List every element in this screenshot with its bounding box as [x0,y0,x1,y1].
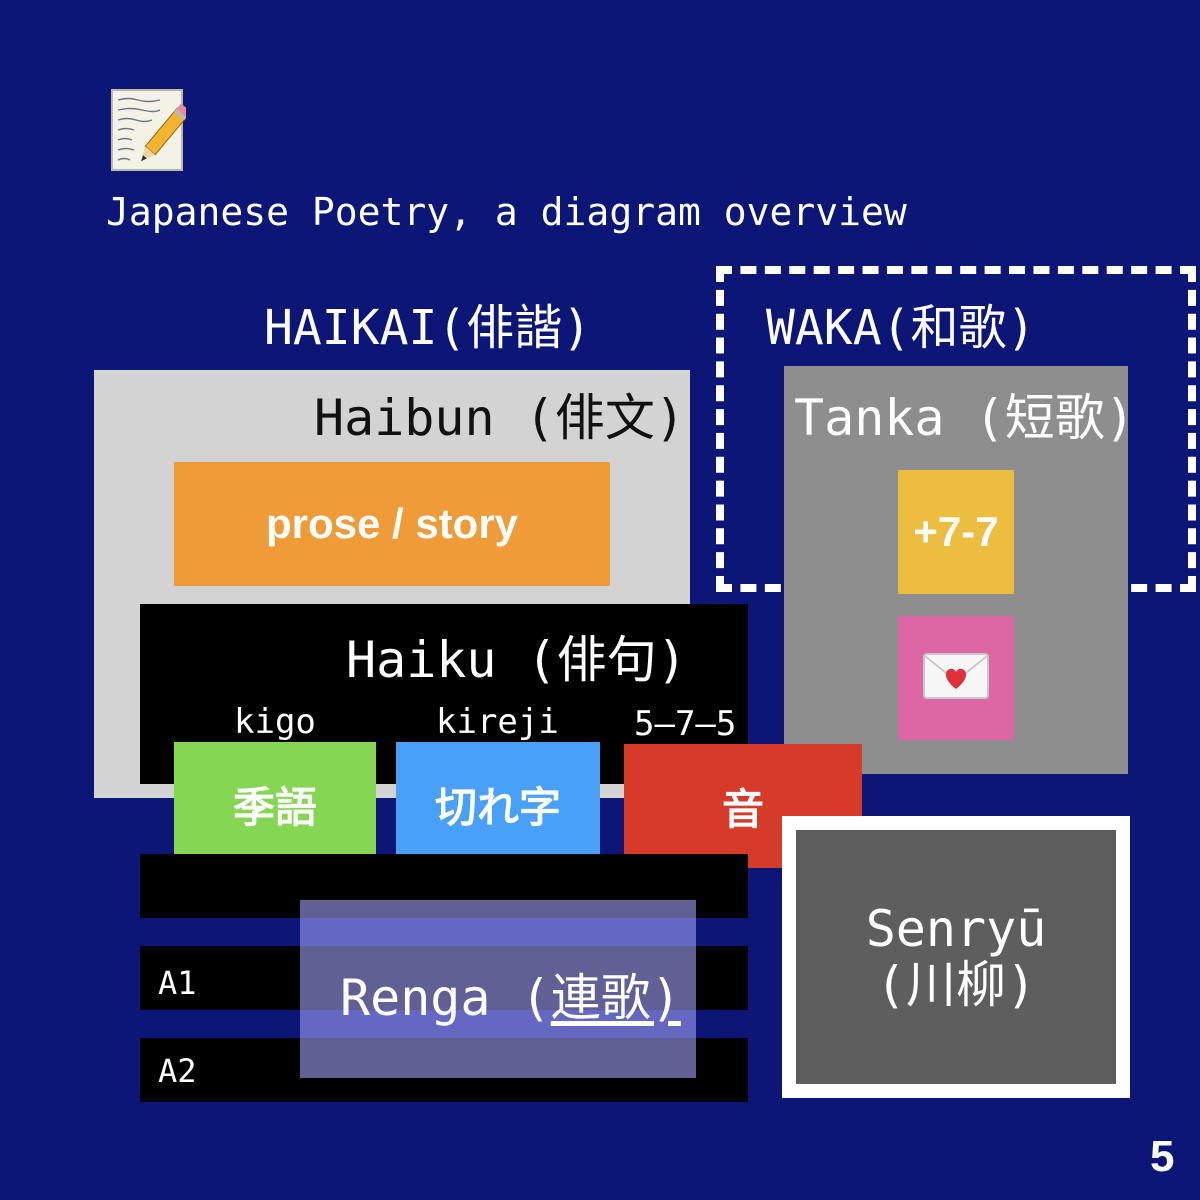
waka-label: WAKA(和歌) [766,300,1036,356]
tanka-label: Tanka (短歌) [794,389,1135,447]
row-label-a1: A1 [158,964,197,1002]
renga-label-kanji: 連歌) [550,969,681,1027]
senryu-line2: (川柳) [875,956,1037,1014]
kireji-label: kireji [436,702,559,742]
kireji-box: 切れ字 [396,742,600,866]
renga-label-prefix: Renga ( [340,969,551,1027]
prose-story-box: prose / story [174,462,610,586]
senryu-box: Senryū (川柳) [782,816,1130,1098]
page-title: Japanese Poetry, a diagram overview [106,190,907,234]
row-label-a2: A2 [158,1052,197,1090]
senryu-line1: Senryū [865,900,1047,958]
syllable-pattern-label: 5–7–5 [634,704,737,744]
haiku-label: Haiku (俳句) [346,631,687,689]
page-number: 5 [1150,1132,1175,1181]
renga-label: Renga (連歌) [340,958,681,1030]
notepad-with-pencil-icon [110,88,192,172]
love-letter-icon [923,652,989,704]
haikai-label: HAIKAI(俳諧) [264,300,592,356]
seven-seven-box: +7-7 [898,470,1014,594]
kigo-label: kigo [234,702,316,742]
haibun-label: Haibun (俳文) [314,389,685,447]
love-letter-box [898,616,1014,740]
kigo-box: 季語 [174,742,376,866]
renga-box [300,900,696,1078]
